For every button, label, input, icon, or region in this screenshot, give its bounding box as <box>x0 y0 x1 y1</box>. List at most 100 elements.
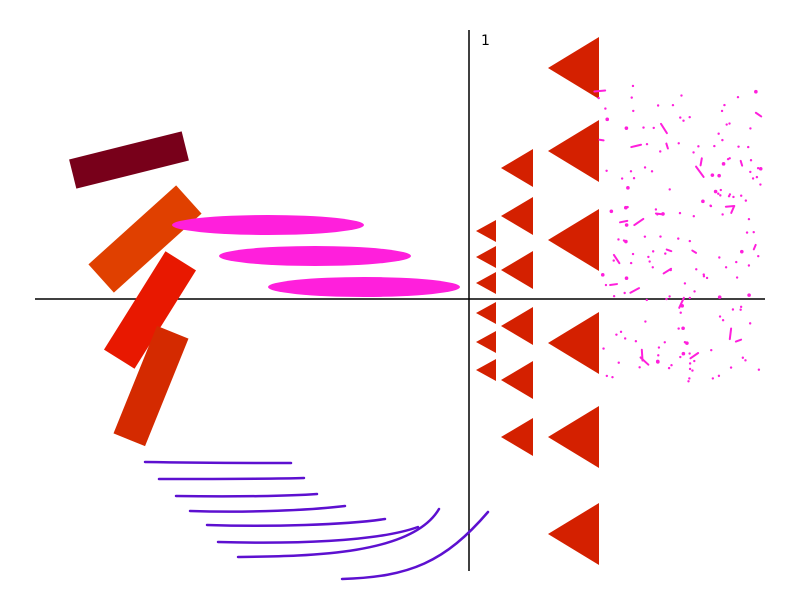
red-triangle <box>501 251 533 289</box>
magenta-dot <box>597 96 600 100</box>
magenta-dot <box>650 170 654 173</box>
magenta-dot <box>688 352 691 355</box>
magenta-dot <box>717 132 720 135</box>
magenta-dash <box>640 348 644 362</box>
magenta-dot <box>647 255 650 259</box>
red-triangle <box>476 331 496 353</box>
magenta-dot <box>727 194 731 198</box>
magenta-dot <box>656 360 660 364</box>
red-triangle <box>476 359 496 381</box>
magenta-dot <box>619 330 623 334</box>
purple-curve <box>216 525 420 544</box>
magenta-dot <box>732 195 735 199</box>
magenta-dot <box>757 368 761 371</box>
red-triangle <box>501 418 533 456</box>
magenta-dot <box>624 276 629 281</box>
magenta-dash <box>633 217 645 227</box>
y-axis-top-label: 1 <box>481 33 490 49</box>
magenta-dot <box>681 351 686 356</box>
magenta-dash <box>598 138 605 142</box>
red-triangle <box>548 312 599 374</box>
magenta-dash <box>689 352 700 360</box>
magenta-dot <box>657 354 660 357</box>
magenta-scatter <box>593 84 763 383</box>
magenta-dot <box>735 260 738 264</box>
magenta-dot <box>679 116 682 119</box>
rotated-bars <box>69 131 202 447</box>
magenta-dot <box>605 169 608 173</box>
red-triangle <box>476 220 496 242</box>
purple-curve <box>236 507 441 559</box>
magenta-dot <box>719 194 722 197</box>
red-triangle <box>548 209 599 271</box>
magenta-dot <box>668 188 671 191</box>
magenta-dot <box>709 204 712 207</box>
magenta-dot <box>664 252 667 255</box>
magenta-dot <box>671 103 675 107</box>
magenta-dot <box>692 151 695 154</box>
magenta-dot <box>724 266 728 269</box>
magenta-dot <box>604 283 608 287</box>
magenta-dot <box>677 237 680 240</box>
magenta-dot <box>695 268 698 271</box>
magenta-dot <box>615 333 618 336</box>
magenta-dot <box>623 205 628 210</box>
magenta-dot <box>747 264 751 267</box>
magenta-dot <box>609 209 614 214</box>
magenta-dot <box>611 375 614 379</box>
magenta-dot <box>749 127 752 130</box>
red-triangle <box>548 37 599 99</box>
red-triangle <box>501 149 533 187</box>
magenta-dot <box>737 145 740 148</box>
red-triangle <box>476 272 496 294</box>
magenta-dot <box>645 142 649 146</box>
magenta-dot <box>600 273 605 277</box>
purple-curve <box>157 476 306 481</box>
magenta-dash <box>730 205 736 214</box>
magenta-dot <box>747 217 751 221</box>
magenta-dot <box>721 138 724 142</box>
magenta-dot <box>604 107 607 110</box>
magenta-dot <box>642 126 645 129</box>
magenta-dot <box>629 261 633 265</box>
magenta-dot <box>677 327 680 330</box>
magenta-dot <box>740 249 744 254</box>
magenta-dot <box>680 94 683 97</box>
magenta-dot <box>717 173 721 178</box>
magenta-dash <box>609 283 618 286</box>
purple-curves <box>143 460 490 581</box>
magenta-dot <box>718 315 722 318</box>
magenta-dot <box>617 238 620 241</box>
magenta-dot <box>634 339 638 343</box>
magenta-dot <box>756 167 760 170</box>
magenta-dot <box>725 123 728 126</box>
red-triangle <box>476 302 496 324</box>
magenta-dot <box>688 296 692 300</box>
magenta-dot <box>718 256 721 259</box>
magenta-dot <box>736 95 740 99</box>
magenta-dot <box>612 259 615 262</box>
magenta-dot <box>605 117 610 122</box>
magenta-dot <box>645 298 648 302</box>
magenta-dot <box>679 355 682 359</box>
magenta-dot <box>632 109 635 113</box>
magenta-dot <box>681 326 685 331</box>
magenta-dot <box>683 341 687 344</box>
red-bar <box>103 251 197 369</box>
magenta-dot <box>752 230 755 234</box>
magenta-dot <box>735 276 739 279</box>
magenta-dot <box>623 337 627 340</box>
magenta-dot <box>629 170 633 173</box>
magenta-dot <box>683 282 687 285</box>
magenta-dot <box>744 359 747 362</box>
magenta-dot <box>631 252 635 256</box>
red-triangle <box>476 246 496 268</box>
magenta-dot <box>631 84 635 88</box>
magenta-dot <box>729 366 733 369</box>
magenta-dot <box>659 150 662 153</box>
magenta-dot <box>668 295 671 298</box>
magenta-dot <box>617 361 620 364</box>
magenta-dash <box>739 159 744 167</box>
magenta-dot <box>688 367 692 371</box>
red-triangles <box>476 37 599 565</box>
